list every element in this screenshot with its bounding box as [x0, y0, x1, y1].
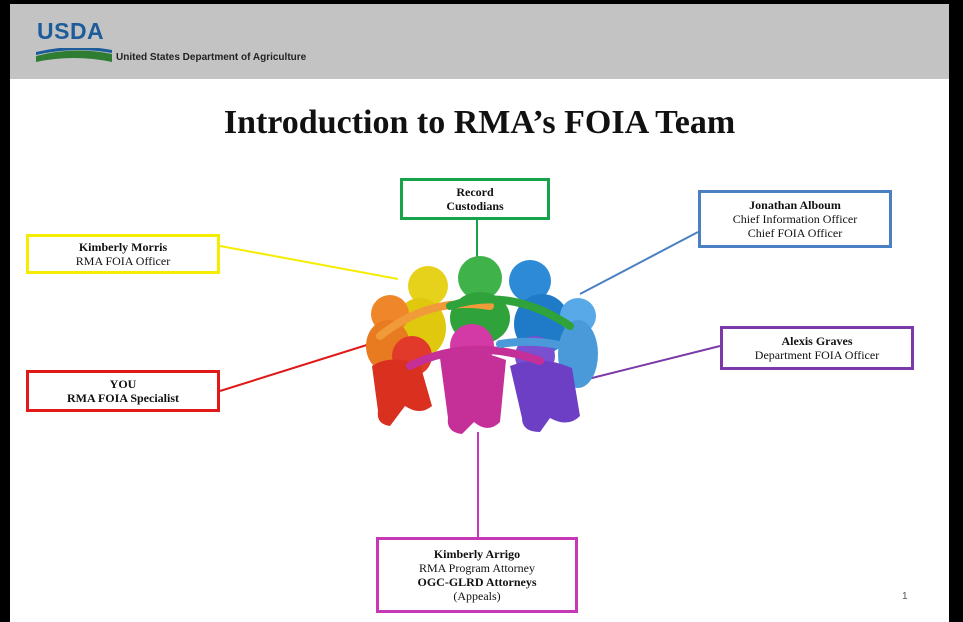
- you-title: RMA FOIA Specialist: [66, 391, 179, 405]
- frame-right-border: [949, 0, 963, 622]
- alboum-name: Jonathan Alboum: [749, 198, 841, 212]
- connector-lines: [219, 220, 721, 537]
- frame-top-border: [0, 0, 963, 4]
- header-band: USDA United States Department of Agricul…: [10, 4, 949, 79]
- department-name: United States Department of Agriculture: [116, 52, 307, 63]
- alboum-connector: [579, 231, 699, 295]
- record-custodians-box: Record Custodians: [400, 178, 550, 220]
- alexis-graves-box: Alexis Graves Department FOIA Officer: [720, 326, 914, 370]
- arrigo-title2: OGC-GLRD Attorneys: [417, 575, 537, 589]
- graves-connector: [587, 345, 721, 380]
- kimberly-morris-box: Kimberly Morris RMA FOIA Officer: [26, 234, 220, 274]
- morris-title: RMA FOIA Officer: [75, 254, 171, 268]
- arrigo-title1: RMA Program Attorney: [419, 561, 535, 575]
- alboum-title1: Chief Information Officer: [732, 212, 858, 226]
- arrigo-name: Kimberly Arrigo: [433, 547, 521, 561]
- kimberly-arrigo-box: Kimberly Arrigo RMA Program Attorney OGC…: [376, 537, 578, 613]
- you-connector: [219, 343, 371, 392]
- jonathan-alboum-box: Jonathan Alboum Chief Information Office…: [698, 190, 892, 248]
- custodians-line2: Custodians: [446, 199, 504, 213]
- arrigo-title3: (Appeals): [453, 589, 501, 603]
- graves-title: Department FOIA Officer: [754, 348, 880, 362]
- usda-logo: USDA: [37, 18, 105, 44]
- usda-swoosh-icon: [36, 48, 112, 62]
- alboum-title2: Chief FOIA Officer: [747, 226, 843, 240]
- you-name: YOU: [109, 377, 137, 391]
- slide: USDA United States Department of Agricul…: [10, 4, 949, 622]
- morris-connector: [219, 245, 399, 280]
- custodians-line1: Record: [456, 185, 494, 199]
- people-circle-icon: [366, 256, 598, 434]
- figure-magenta: [440, 324, 506, 434]
- you-box: YOU RMA FOIA Specialist: [26, 370, 220, 412]
- page-number: 1: [902, 591, 908, 602]
- morris-name: Kimberly Morris: [78, 240, 168, 254]
- frame-left-border: [0, 0, 10, 622]
- figure-red: [372, 336, 432, 426]
- slide-title: Introduction to RMA’s FOIA Team: [223, 104, 736, 141]
- graves-name: Alexis Graves: [781, 334, 853, 348]
